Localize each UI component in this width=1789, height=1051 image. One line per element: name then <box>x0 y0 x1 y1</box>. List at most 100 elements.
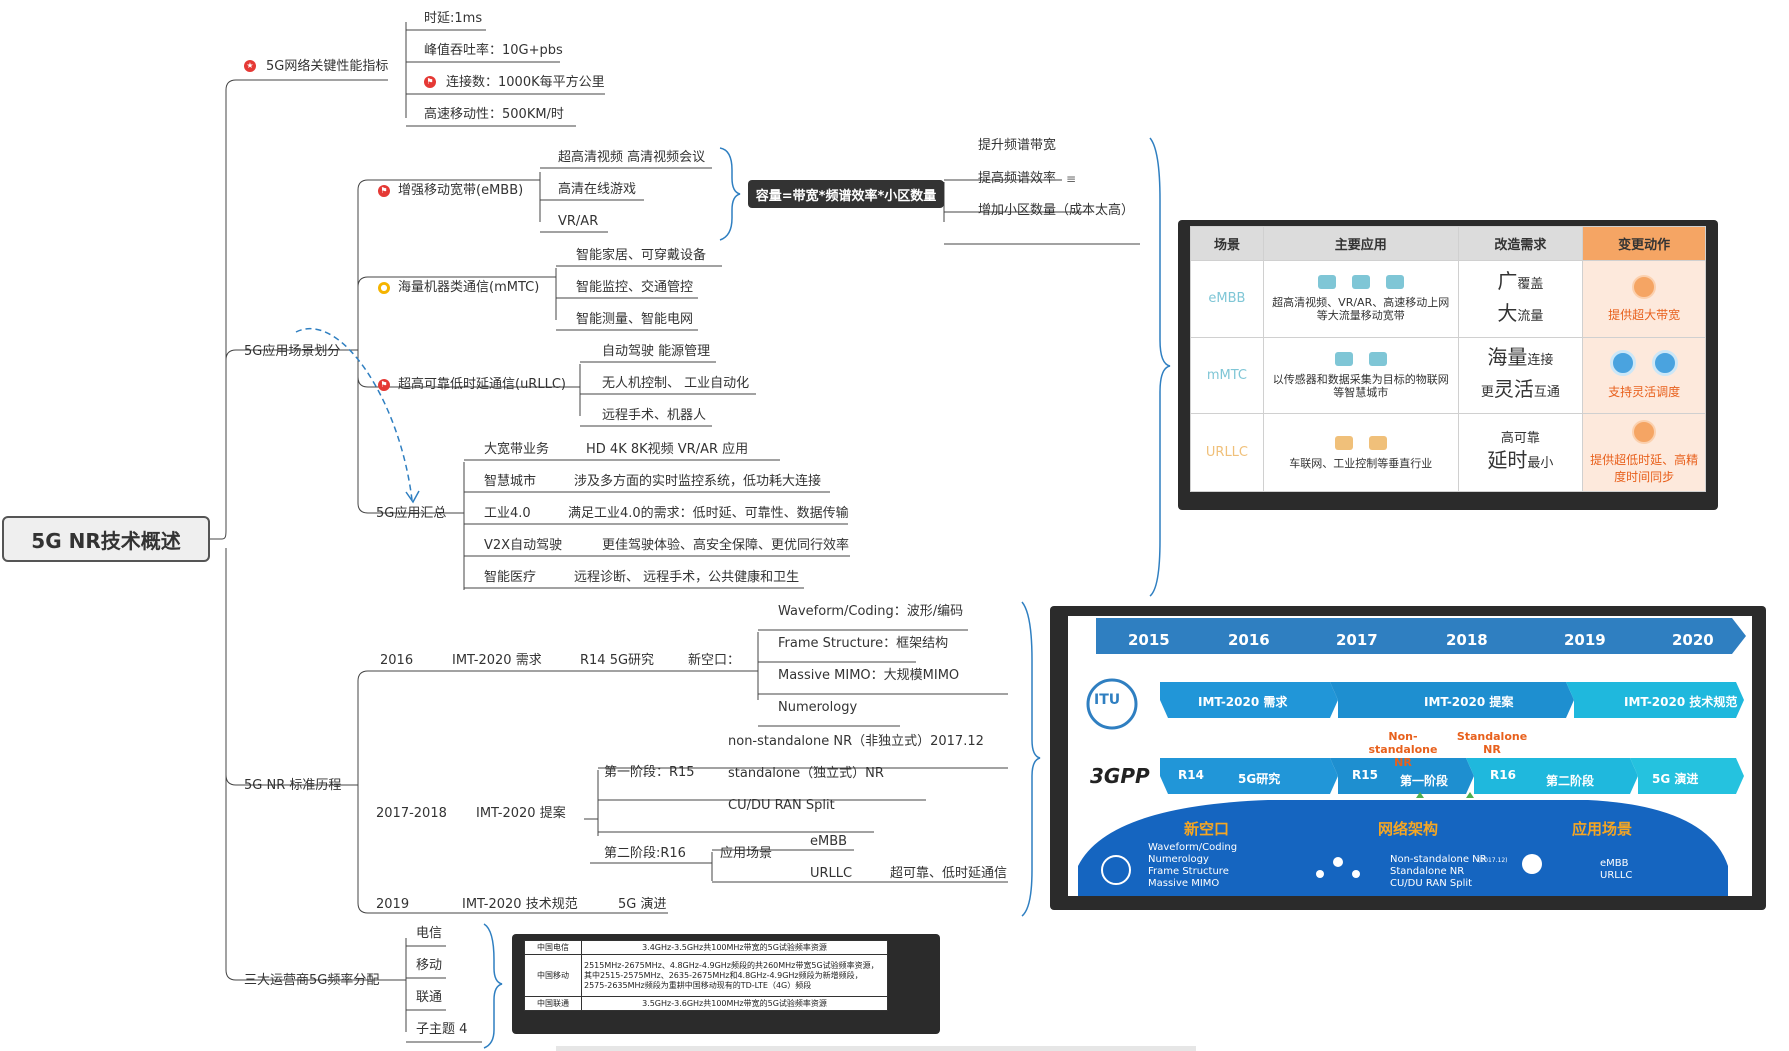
summary-value[interactable]: 满足工业4.0的需求：低时延、可靠性、数据传输 <box>568 506 849 521</box>
summary-key[interactable]: 智慧城市 <box>484 474 537 489</box>
perf-item[interactable]: 时延:1ms <box>424 11 483 26</box>
header-action: 变更动作 <box>1582 226 1706 261</box>
year-2019[interactable]: 2019 <box>376 897 410 912</box>
release-2019[interactable]: 5G 演进 <box>618 897 667 912</box>
year-2016[interactable]: 2016 <box>380 653 414 668</box>
freq-desc: 3.4GHz-3.5GHz共100MHz带宽的5G试验频率资源 <box>581 940 888 955</box>
embb-item[interactable]: 高清在线游戏 <box>558 182 637 197</box>
freq-desc: 2515MHz-2675MHz、4.8GHz-4.9GHz频段的共260MHz带… <box>581 954 888 997</box>
horizontal-scrollbar[interactable] <box>556 1046 1196 1051</box>
capacity-formula[interactable]: 容量=带宽*频谱效率*小区数量 <box>748 180 944 208</box>
phase2-urllc[interactable]: URLLC <box>810 866 853 881</box>
bulb-icon: ● <box>378 282 390 294</box>
carriers-title[interactable]: 三大运营商5G频率分配 <box>244 973 380 988</box>
air-item[interactable]: Waveform/Coding：波形/编码 <box>778 604 964 619</box>
star-icon: ★ <box>244 60 256 72</box>
steering-icon <box>1334 435 1353 450</box>
summary-value[interactable]: 涉及多方面的实时监控系统，低功耗大连接 <box>574 474 822 489</box>
standards-title[interactable]: 5G NR 标准历程 <box>244 778 342 793</box>
summary-value[interactable]: 远程诊断、 远程手术，公共健康和卫生 <box>574 570 800 585</box>
phase1-item[interactable]: CU/DU RAN Split <box>728 798 835 813</box>
scene-list-item: URLLC <box>1600 870 1633 881</box>
mmtc-item[interactable]: 智能监控、交通管控 <box>576 280 694 295</box>
urllc-label[interactable]: 超高可靠低时延通信(uRLLC) <box>398 377 566 392</box>
embb-item[interactable]: 超高清视频 高清视频会议 <box>558 150 706 165</box>
embb-item[interactable]: VR/AR <box>558 214 599 229</box>
arch-list-item: Standalone NR <box>1390 866 1465 877</box>
air-interface[interactable]: 新空口： <box>688 653 741 668</box>
mmtc-item[interactable]: 智能家居、可穿戴设备 <box>576 248 707 263</box>
perf-item[interactable]: 高速移动性：500KM/时 <box>424 107 564 122</box>
need-text: 更 <box>1480 385 1494 401</box>
imt-2017[interactable]: IMT-2020 提案 <box>476 806 566 821</box>
action-embb: 提供超大带宽 <box>1608 307 1681 322</box>
mmtc-item[interactable]: 智能测量、智能电网 <box>576 312 694 327</box>
imt-2019[interactable]: IMT-2020 技术规范 <box>462 897 578 912</box>
urllc-item[interactable]: 远程手术、机器人 <box>602 408 707 423</box>
phase1-item[interactable]: standalone（独立式）NR <box>728 766 884 781</box>
summary-key[interactable]: 大宽带业务 <box>484 442 550 457</box>
capacity-item[interactable]: 增加小区数量（成本太高） <box>978 203 1135 218</box>
air-item[interactable]: Massive MIMO：大规模MIMO <box>778 668 960 683</box>
summary-value[interactable]: 更佳驾驶体验、高安全保障、更优同行效率 <box>602 538 850 553</box>
year-label: 2019 <box>1564 631 1606 649</box>
root-node[interactable]: 5G NR技术概述 <box>2 516 210 562</box>
scenes-title[interactable]: 5G应用场景划分 <box>244 344 341 359</box>
urllc-desc[interactable]: 超可靠、低时延通信 <box>890 866 1008 881</box>
itu-bar: IMT-2020 技术规范 <box>1624 695 1738 709</box>
action-urllc: 提供超低时延、高精度时间同步 <box>1590 453 1699 485</box>
factory-icon <box>1368 435 1387 450</box>
summary-value[interactable]: HD 4K 8K视频 VR/AR 应用 <box>586 442 749 457</box>
phase2-scene[interactable]: 应用场景 <box>720 846 773 861</box>
section-air: 新空口 <box>1184 820 1230 838</box>
capacity-item[interactable]: 提升频谱带宽 <box>978 138 1057 153</box>
mmtc-label[interactable]: 海量机器类通信(mMTC) <box>398 280 540 295</box>
scene-urllc: URLLC <box>1190 413 1264 492</box>
perf-title[interactable]: 5G网络关键性能指标 <box>266 59 389 74</box>
urllc-item[interactable]: 自动驾驶 能源管理 <box>602 344 711 359</box>
phase2-embb[interactable]: eMBB <box>810 834 848 849</box>
release-2016[interactable]: R14 5G研究 <box>580 653 655 668</box>
phase1[interactable]: 第一阶段：R15 <box>604 765 695 780</box>
need-text: 高可靠 <box>1500 431 1540 447</box>
capacity-item[interactable]: 提高频谱效率 <box>978 171 1057 186</box>
sa-label: Standalone NR <box>1456 730 1528 756</box>
urllc-item[interactable]: 无人机控制、 工业自动化 <box>602 376 750 391</box>
phase2[interactable]: 第二阶段:R16 <box>604 846 686 861</box>
drone-icon <box>1334 351 1353 366</box>
gpp-bar: R16 <box>1490 768 1516 782</box>
itu-logo: ITU <box>1094 692 1121 708</box>
year-2017[interactable]: 2017-2018 <box>376 806 447 821</box>
sync-icon <box>1632 420 1657 445</box>
air-item[interactable]: Frame Structure：框架结构 <box>778 636 949 651</box>
freq-operator: 中国移动 <box>524 954 582 997</box>
air-item[interactable]: Numerology <box>778 700 858 715</box>
section-arch: 网络架构 <box>1378 820 1439 838</box>
carrier-item[interactable]: 电信 <box>416 926 443 941</box>
summary-title[interactable]: 5G应用汇总 <box>376 506 447 521</box>
apps-embb: 超高清视频、VR/AR、高速移动上网等大流量移动宽带 <box>1272 296 1450 323</box>
need-text: 延时 <box>1487 448 1528 473</box>
embb-label[interactable]: 增强移动宽带(eMBB) <box>398 183 524 198</box>
arch-list-item: Non-standalone NR <box>1390 854 1487 865</box>
video-icon <box>1317 275 1336 290</box>
imt-2016[interactable]: IMT-2020 需求 <box>452 653 542 668</box>
air-list-item: Massive MIMO <box>1148 878 1220 889</box>
summary-key[interactable]: 工业4.0 <box>484 506 531 521</box>
freq-operator: 中国电信 <box>524 940 582 955</box>
carrier-item[interactable]: 联通 <box>416 990 443 1005</box>
vr-icon <box>1351 275 1370 290</box>
itu-bar: IMT-2020 提案 <box>1424 695 1514 709</box>
year-label: 2018 <box>1446 631 1488 649</box>
summary-key[interactable]: V2X自动驾驶 <box>484 538 563 553</box>
summary-key[interactable]: 智能医疗 <box>484 570 537 585</box>
phase1-item[interactable]: non-standalone NR（非独立式）2017.12 <box>728 734 984 749</box>
perf-item[interactable]: 连接数：1000K每平方公里 <box>446 75 605 90</box>
need-text: 广 <box>1497 268 1518 293</box>
carrier-item[interactable]: 移动 <box>416 958 443 973</box>
perf-item[interactable]: 峰值吞吐率：10G+pbs <box>424 43 563 58</box>
timeline-diagram: 2015 2016 2017 2018 2019 2020 ITU IMT-20… <box>1068 616 1752 896</box>
itu-bar: IMT-2020 需求 <box>1198 695 1288 709</box>
carrier-item[interactable]: 子主题 4 <box>416 1022 468 1037</box>
